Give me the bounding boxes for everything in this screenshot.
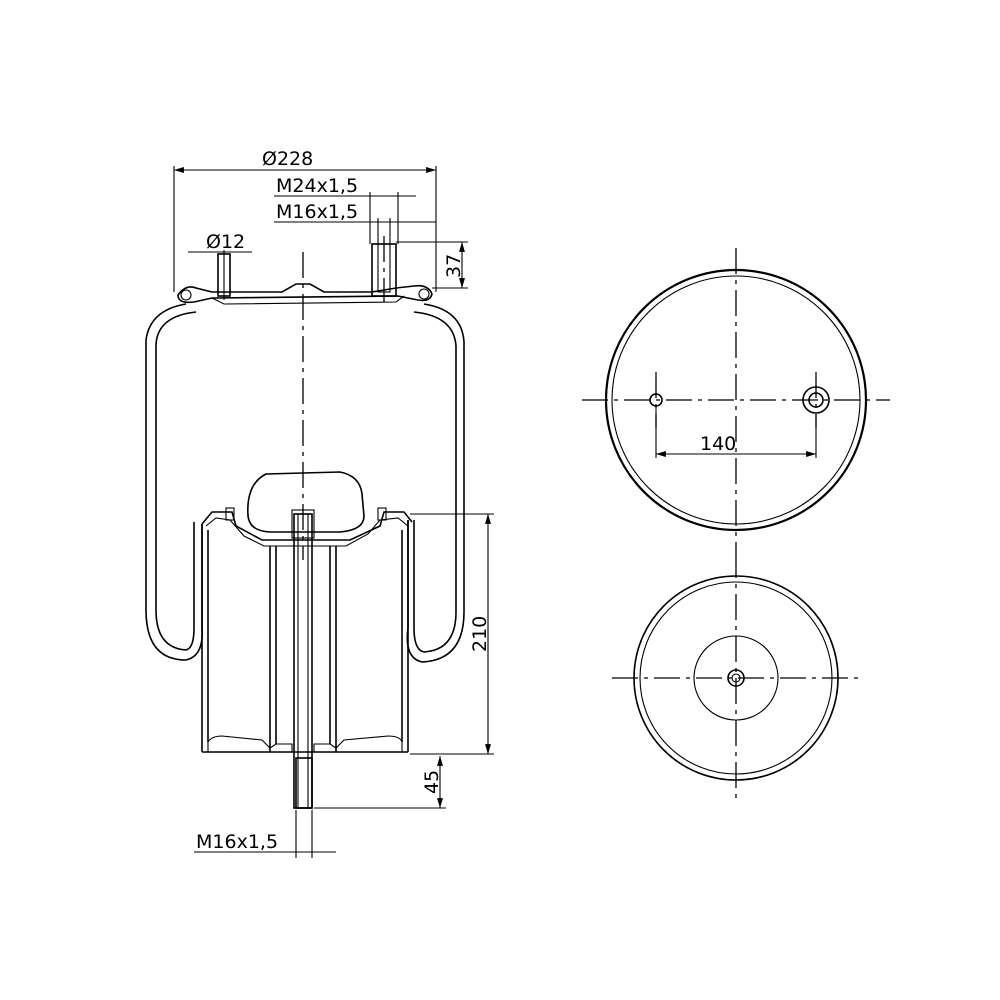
- dim-pin-diameter: Ø12: [188, 231, 252, 253]
- dim-bottom-stud-length: 45: [314, 756, 446, 809]
- dim-bottom-thread: M16x1,5: [194, 810, 336, 858]
- dim-piston-height: 210: [410, 513, 494, 755]
- dim-top-thread-small: M16x1,5: [274, 201, 436, 244]
- dim-label-bottom-thread: M16x1,5: [196, 831, 278, 853]
- dim-label-top-thread-small: M16x1,5: [276, 201, 358, 223]
- dim-stud-height: 37: [396, 241, 468, 289]
- dim-label-top-thread-large: M24x1,5: [276, 175, 358, 197]
- dim-overall-diameter: Ø228: [173, 148, 437, 292]
- side-view: Ø228 M24x1,5 M16x1,5 Ø12 37: [145, 148, 494, 858]
- top-stud-m24: [371, 236, 397, 302]
- rubber-bellow: [145, 303, 465, 663]
- dim-label-pin-diameter: Ø12: [206, 231, 245, 253]
- dim-label-bottom-stud-length: 45: [421, 770, 443, 794]
- central-bolt: [293, 513, 313, 809]
- dim-label-bolt-spacing: 140: [700, 433, 736, 455]
- piston-body: [201, 520, 409, 753]
- dim-label-stud-height: 37: [443, 254, 465, 278]
- bottom-view: [612, 552, 862, 804]
- dim-label-piston-height: 210: [469, 616, 491, 652]
- locating-pin: [217, 250, 231, 300]
- piston-cap: [247, 471, 365, 539]
- dim-bolt-spacing: 140: [655, 408, 817, 458]
- dim-top-thread-large: M24x1,5: [274, 175, 416, 244]
- dim-label-overall-diameter: Ø228: [262, 148, 313, 170]
- top-view: 140: [582, 248, 890, 552]
- top-plate: [177, 283, 433, 305]
- piston-top: [201, 507, 413, 547]
